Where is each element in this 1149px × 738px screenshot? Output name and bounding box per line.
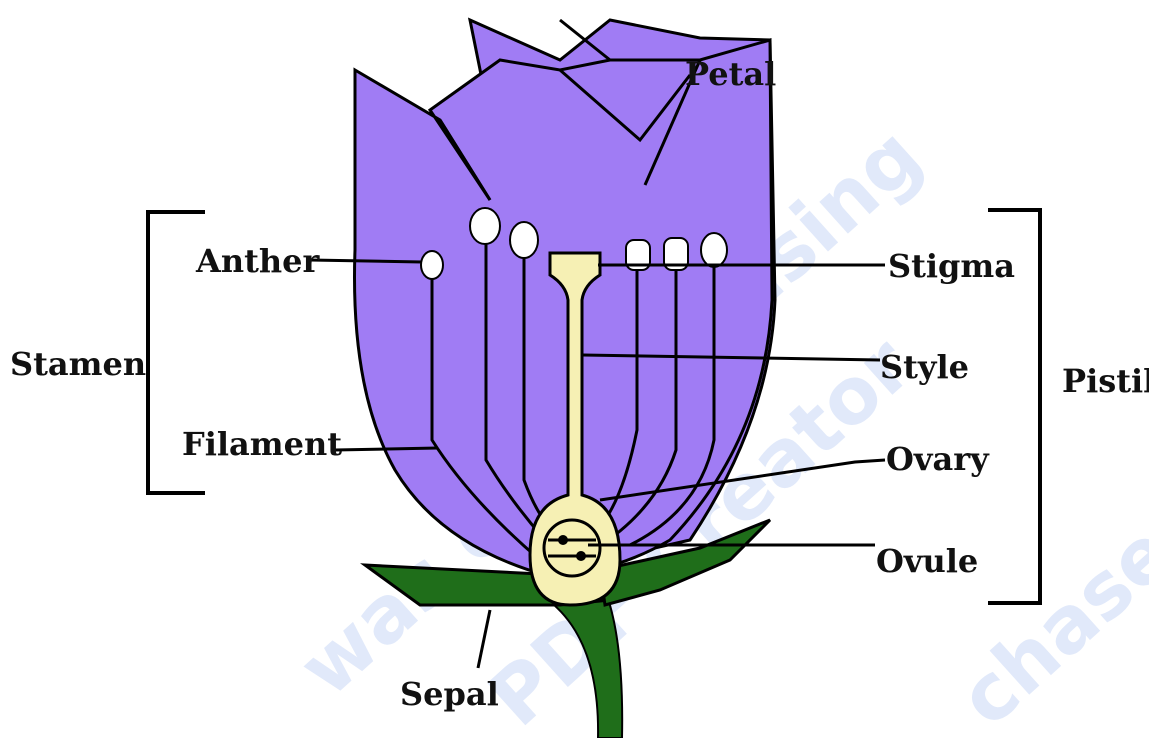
label-pistil: Pistil bbox=[1062, 362, 1149, 400]
label-anther: Anther bbox=[195, 242, 321, 280]
label-filament: Filament bbox=[182, 425, 342, 463]
label-sepal: Sepal bbox=[400, 675, 499, 713]
petal bbox=[355, 20, 776, 575]
label-style: Style bbox=[880, 348, 969, 386]
ovule-shape bbox=[544, 520, 600, 576]
label-ovule: Ovule bbox=[876, 542, 978, 580]
label-petal: Petal bbox=[685, 55, 776, 93]
sepal-leader-line bbox=[478, 610, 490, 668]
label-stamen: Stamen bbox=[10, 345, 146, 383]
label-stigma: Stigma bbox=[888, 247, 1015, 285]
anther-leader-line bbox=[310, 260, 422, 262]
label-ovary: Ovary bbox=[886, 440, 990, 478]
filament-leader-line bbox=[335, 448, 438, 450]
